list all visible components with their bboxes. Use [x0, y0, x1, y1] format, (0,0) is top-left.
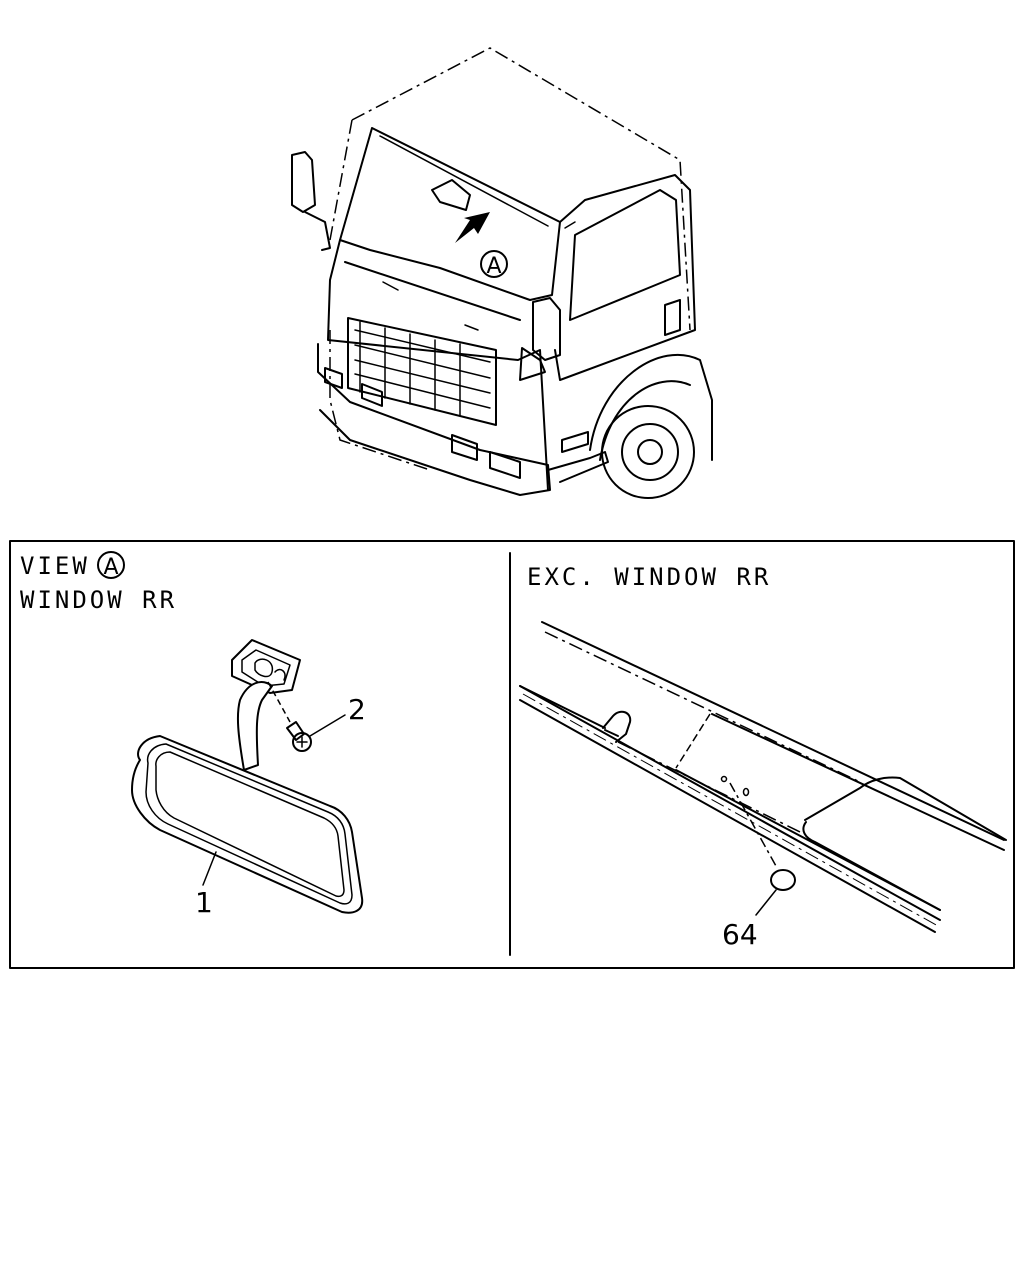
view-marker-letter: A [486, 254, 501, 279]
mirror-stem [236, 681, 273, 771]
callout-leader-1 [202, 851, 217, 886]
view-marker-circle [480, 250, 508, 278]
header-rail-lower [519, 685, 941, 921]
right-panel-title: EXC. WINDOW RR [527, 563, 771, 591]
sun-visor [804, 776, 1007, 841]
view-arrow-icon [455, 212, 490, 243]
rail-clip [602, 710, 632, 743]
screw-head [292, 732, 312, 752]
truck-cab-illustration: A [291, 47, 713, 499]
screw-cross-icon [296, 736, 308, 748]
left-panel-title-prefix: VIEW [20, 552, 90, 580]
plug-hole [742, 787, 750, 797]
detail-frame [9, 540, 1015, 969]
left-panel-view-marker: A [103, 555, 118, 580]
rearview-mirror [131, 735, 364, 914]
left-panel-subtitle: WINDOW RR [20, 586, 177, 614]
left-panel-view-circle [97, 551, 125, 579]
callout-1: 1 [195, 886, 213, 919]
callout-64: 64 [722, 918, 758, 951]
mounting-hole [720, 775, 728, 783]
callout-2: 2 [348, 693, 366, 726]
mirror-bracket [231, 639, 301, 694]
left-panel: VIEW A WINDOW RR 2 1 [20, 551, 366, 919]
hole-plug [770, 869, 796, 891]
callout-leader-2 [309, 714, 346, 737]
right-panel: EXC. WINDOW RR 64 [519, 563, 1007, 951]
header-rail-upper [541, 621, 1005, 841]
callout-leader-64 [755, 889, 777, 916]
